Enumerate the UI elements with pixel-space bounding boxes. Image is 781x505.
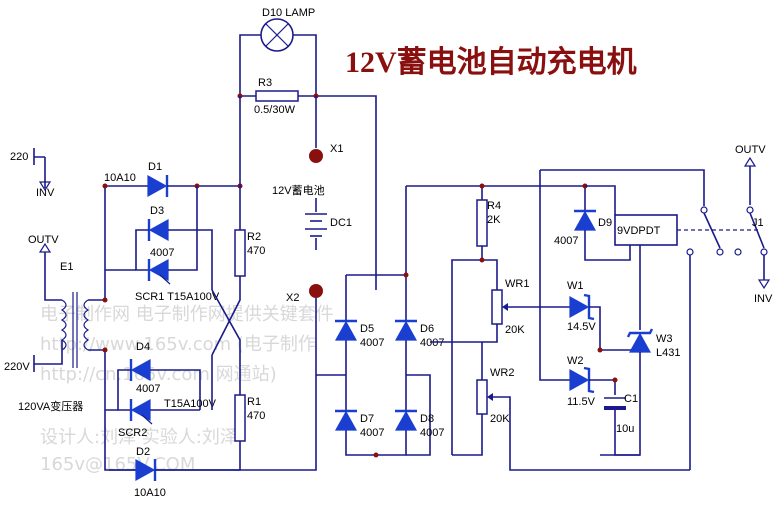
d8-value: 4007 xyxy=(420,427,444,439)
relay-contacts xyxy=(686,206,724,470)
watermark-line2: http://www.165v.com (电子制作 xyxy=(40,334,316,355)
terminal-x2 xyxy=(309,284,323,298)
scr2-value: T15A100V xyxy=(164,398,217,410)
diode-d8 xyxy=(394,409,418,431)
j1-label: J1 xyxy=(752,217,764,229)
diode-d5 xyxy=(334,319,358,341)
diagram-title: 12V蓄电池自动充电机 xyxy=(345,46,637,79)
d5-label: D5 xyxy=(360,323,374,335)
d7-value: 4007 xyxy=(360,427,384,439)
wr2-label: WR2 xyxy=(490,367,514,379)
c1-value: 10u xyxy=(616,423,634,435)
watermark: 电子制作网 电子制作网提供关键套件 http://www.165v.com (电… xyxy=(40,304,334,475)
watermark-line1: 电子制作网 电子制作网提供关键套件 xyxy=(40,304,334,325)
d6-value: 4007 xyxy=(420,337,444,349)
r1-value: 470 xyxy=(247,410,265,422)
resistor-r4 xyxy=(476,199,488,247)
relay-9vdpdt xyxy=(614,214,678,246)
d10-label: D10 LAMP xyxy=(262,7,315,19)
d9-label: D9 xyxy=(598,217,612,229)
e1-label: E1 xyxy=(60,261,73,273)
transformer-e1 xyxy=(60,292,90,368)
wr2-value: 20K xyxy=(490,413,510,425)
resistor-r3 xyxy=(255,90,299,102)
diode-d1 xyxy=(147,174,169,198)
d2-value: 10A10 xyxy=(134,487,166,499)
x1-label: X1 xyxy=(330,143,343,155)
inv-top-label: INV xyxy=(36,187,55,199)
watermark-line4: 设计人:刘泽 实验人:刘泽 xyxy=(40,427,238,448)
scr1 xyxy=(147,258,171,285)
scr2 xyxy=(129,398,153,425)
w1-value: 14.5V xyxy=(567,321,596,333)
inv-right-label: INV xyxy=(754,293,773,305)
transformer-label: 120VA变压器 xyxy=(18,399,83,413)
d7-label: D7 xyxy=(360,413,374,425)
d9-value: 4007 xyxy=(554,235,578,247)
diode-d9 xyxy=(573,209,597,231)
x2-label: X2 xyxy=(286,292,299,304)
resistor-r1 xyxy=(234,394,246,442)
r3-label: R3 xyxy=(258,77,272,89)
w1-label: W1 xyxy=(567,280,584,292)
battery-label: 12V蓄电池 xyxy=(272,184,325,197)
relay-label: 9VDPDT xyxy=(617,225,661,237)
w3-value: L431 xyxy=(656,347,680,359)
wr1-label: WR1 xyxy=(505,278,529,290)
watermark-line3: http://cn.165v.com 网通站) xyxy=(40,364,277,385)
potentiometer-wr2 xyxy=(476,379,488,415)
watermark-line5: 165v@165V.COM xyxy=(40,454,195,475)
diode-d7 xyxy=(334,409,358,431)
resistor-r2 xyxy=(234,229,246,277)
wr1-value: 20K xyxy=(505,324,525,336)
terminal-x1 xyxy=(309,149,323,163)
r2-value: 470 xyxy=(247,245,265,257)
d1-label: D1 xyxy=(148,161,162,173)
d1-value: 10A10 xyxy=(104,172,136,184)
w2-label: W2 xyxy=(567,355,584,367)
d4-label: D4 xyxy=(136,341,150,353)
dc1-label: DC1 xyxy=(330,217,352,229)
switch-j1-common xyxy=(746,206,754,214)
diode-d3 xyxy=(147,218,169,242)
r4-value: 2K xyxy=(487,214,501,226)
r2-label: R2 xyxy=(247,231,261,243)
outv-left-label: OUTV xyxy=(28,234,59,246)
w2-value: 11.5V xyxy=(567,396,596,408)
scr2-label: SCR2 xyxy=(118,427,147,439)
d6-label: D6 xyxy=(420,323,434,335)
d5-value: 4007 xyxy=(360,337,384,349)
capacitor-c1 xyxy=(604,397,626,410)
d2-label: D2 xyxy=(136,446,150,458)
d3-label: D3 xyxy=(150,205,164,217)
input-220-label: 220 xyxy=(10,151,28,163)
potentiometer-wr1 xyxy=(491,289,503,325)
w3-label: W3 xyxy=(656,333,673,345)
r4-label: R4 xyxy=(487,200,501,212)
d4-value: 4007 xyxy=(136,383,160,395)
scr1-label: SCR1 T15A100V xyxy=(135,291,220,303)
battery-dc1 xyxy=(305,198,327,250)
c1-label: C1 xyxy=(624,393,638,405)
outv-right-label: OUTV xyxy=(735,144,766,156)
220v-label: 220V xyxy=(4,361,30,373)
lamp-d10 xyxy=(260,18,294,52)
d8-label: D8 xyxy=(420,413,434,425)
d3-value: 4007 xyxy=(150,247,174,259)
r3-value: 0.5/30W xyxy=(254,104,296,116)
diode-d6 xyxy=(394,319,418,341)
regulator-w3-tl431 xyxy=(626,328,654,353)
r1-label: R1 xyxy=(247,396,261,408)
